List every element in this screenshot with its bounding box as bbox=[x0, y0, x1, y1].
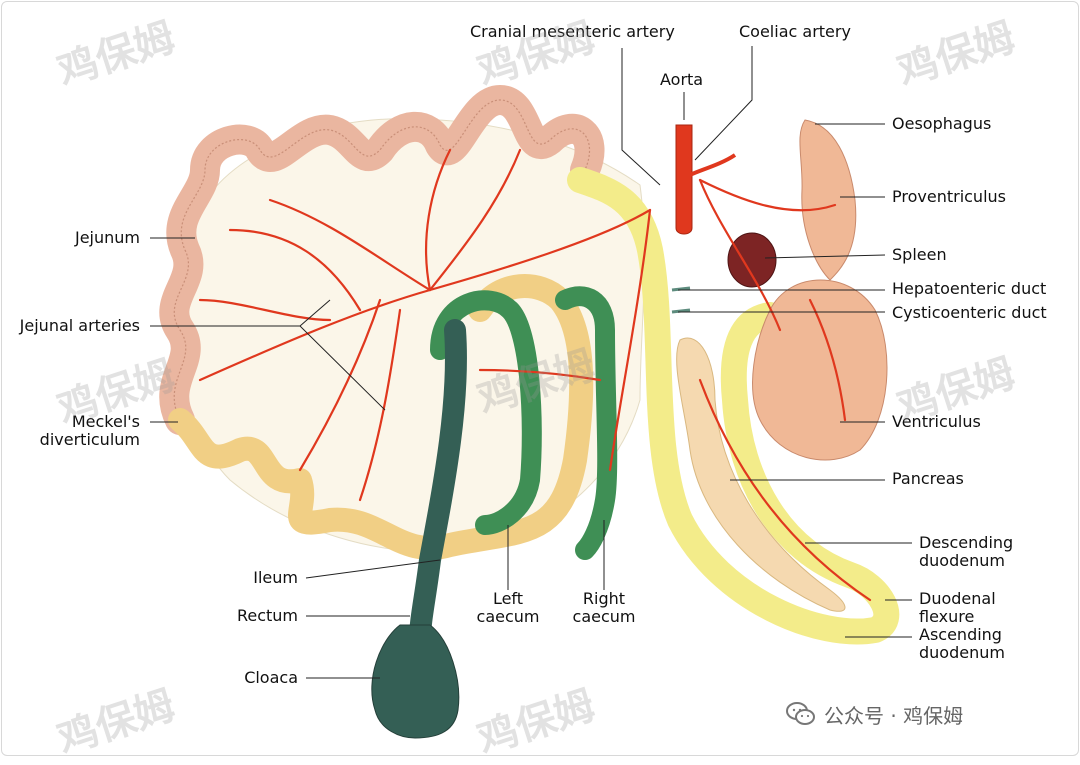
label-coeliac-artery: Coeliac artery bbox=[739, 22, 851, 41]
label-ileum: Ileum bbox=[253, 568, 298, 587]
label-ventriculus: Ventriculus bbox=[892, 412, 981, 431]
label-ascending-duodenum: Ascending duodenum bbox=[919, 625, 1005, 662]
arterial-tree bbox=[198, 148, 872, 602]
cysticoenteric-duct bbox=[671, 308, 691, 314]
label-oesophagus: Oesophagus bbox=[892, 114, 992, 133]
aorta bbox=[675, 124, 693, 235]
label-cysticoenteric-duct: Cysticoenteric duct bbox=[892, 303, 1047, 322]
label-meckels-diverticulum: Meckel's diverticulum bbox=[39, 412, 140, 449]
spleen bbox=[727, 232, 777, 288]
wechat-account-name: 公众号 · 鸡保姆 bbox=[824, 703, 964, 728]
right-caecum bbox=[555, 286, 618, 560]
label-pancreas: Pancreas bbox=[892, 469, 964, 488]
label-descending-duodenum: Descending duodenum bbox=[919, 533, 1014, 570]
cloaca bbox=[371, 624, 460, 739]
duodenum-loop bbox=[567, 167, 900, 645]
label-aorta: Aorta bbox=[660, 70, 704, 89]
label-cloaca: Cloaca bbox=[244, 668, 298, 687]
label-spleen: Spleen bbox=[892, 245, 947, 264]
rectum bbox=[409, 319, 467, 651]
leader-lines bbox=[150, 46, 912, 679]
label-proventriculus: Proventriculus bbox=[892, 187, 1006, 206]
label-jejunal-arteries: Jejunal arteries bbox=[19, 316, 140, 335]
ventriculus bbox=[752, 279, 888, 461]
label-rectum: Rectum bbox=[236, 606, 298, 625]
label-duodenal-flexure: Duodenal flexure bbox=[919, 589, 996, 626]
label-right-caecum: Right caecum bbox=[572, 589, 636, 626]
wechat-icon bbox=[786, 702, 815, 725]
left-caecum bbox=[430, 290, 542, 535]
coeliac-artery-branch bbox=[689, 153, 737, 177]
pancreas bbox=[676, 337, 846, 612]
jejunum-outline bbox=[173, 99, 591, 421]
proventriculus bbox=[799, 119, 857, 281]
label-cranial-mesenteric-artery: Cranial mesenteric artery bbox=[470, 22, 675, 41]
ileum-tube bbox=[168, 274, 594, 561]
label-jejunum: Jejunum bbox=[74, 228, 140, 247]
label-hepatoenteric-duct: Hepatoenteric duct bbox=[892, 279, 1047, 298]
wechat-account-tag: 公众号 · 鸡保姆 bbox=[786, 698, 963, 730]
label-left-caecum: Left caecum bbox=[476, 589, 540, 626]
hepatoenteric-duct bbox=[671, 286, 691, 292]
